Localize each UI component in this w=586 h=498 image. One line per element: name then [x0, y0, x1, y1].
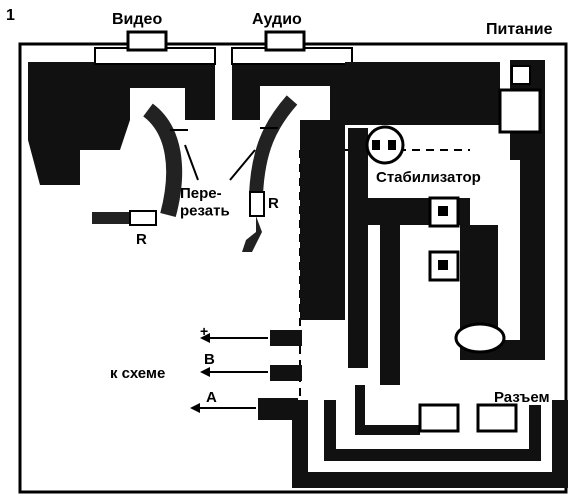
connector-pad-2 — [476, 403, 518, 433]
to-circuit-label: к схеме — [110, 365, 165, 382]
audio-pad — [232, 62, 345, 120]
cut-arrow-right — [229, 149, 256, 181]
cut-label-line: Пере- — [180, 185, 222, 202]
connector-label: Разъем — [494, 389, 550, 406]
plus-pad — [270, 330, 302, 346]
video-label: Видео — [112, 11, 162, 28]
plus-arrow-head — [200, 333, 210, 343]
left-bus — [300, 120, 345, 320]
power-label: Питание — [486, 21, 553, 38]
audio-cut-trace — [249, 95, 298, 196]
component-1-pin — [438, 206, 448, 216]
b-label: В — [204, 351, 215, 368]
connector-pad-1 — [418, 403, 460, 433]
cut-label-line: резать — [180, 202, 230, 219]
cut-label: Пере-резать — [180, 185, 230, 219]
plus-label: + — [200, 323, 208, 339]
bottom-inner-trace — [355, 385, 420, 435]
audio-label: Аудио — [252, 11, 302, 28]
left-resistor — [129, 210, 157, 226]
cut-arrow-left — [184, 144, 199, 181]
right-resistor — [249, 191, 265, 217]
a-pad — [258, 398, 298, 420]
a-arrow-head — [190, 403, 200, 413]
r-left-label: R — [136, 231, 147, 248]
top-bus — [345, 62, 500, 125]
right-lead — [242, 216, 262, 252]
capacitor — [454, 322, 506, 354]
power-bus — [460, 60, 545, 360]
figure-number: 1 — [6, 7, 15, 24]
r-right-label: R — [268, 195, 279, 212]
power-pin — [511, 65, 531, 85]
left-pad-stub — [92, 212, 130, 224]
component-2-pin — [438, 260, 448, 270]
bottom-loop-inner — [324, 400, 541, 461]
video-connector — [126, 30, 168, 52]
vertical-bus — [348, 128, 368, 368]
stabilizer-circle — [365, 125, 405, 165]
bottom-loop-outer — [292, 400, 568, 488]
b-arrow-head — [200, 367, 210, 377]
stabilizer-label: Стабилизатор — [376, 169, 481, 186]
video-pad — [28, 62, 215, 185]
audio-connector — [264, 30, 306, 52]
video-cut-trace — [142, 103, 183, 218]
mid-bus — [380, 225, 400, 385]
stab-pin-2 — [388, 140, 396, 150]
a-label: А — [206, 389, 217, 406]
stab-pin-1 — [372, 140, 380, 150]
b-pad — [270, 365, 302, 381]
component-2 — [428, 250, 460, 282]
power-connector — [498, 88, 542, 134]
